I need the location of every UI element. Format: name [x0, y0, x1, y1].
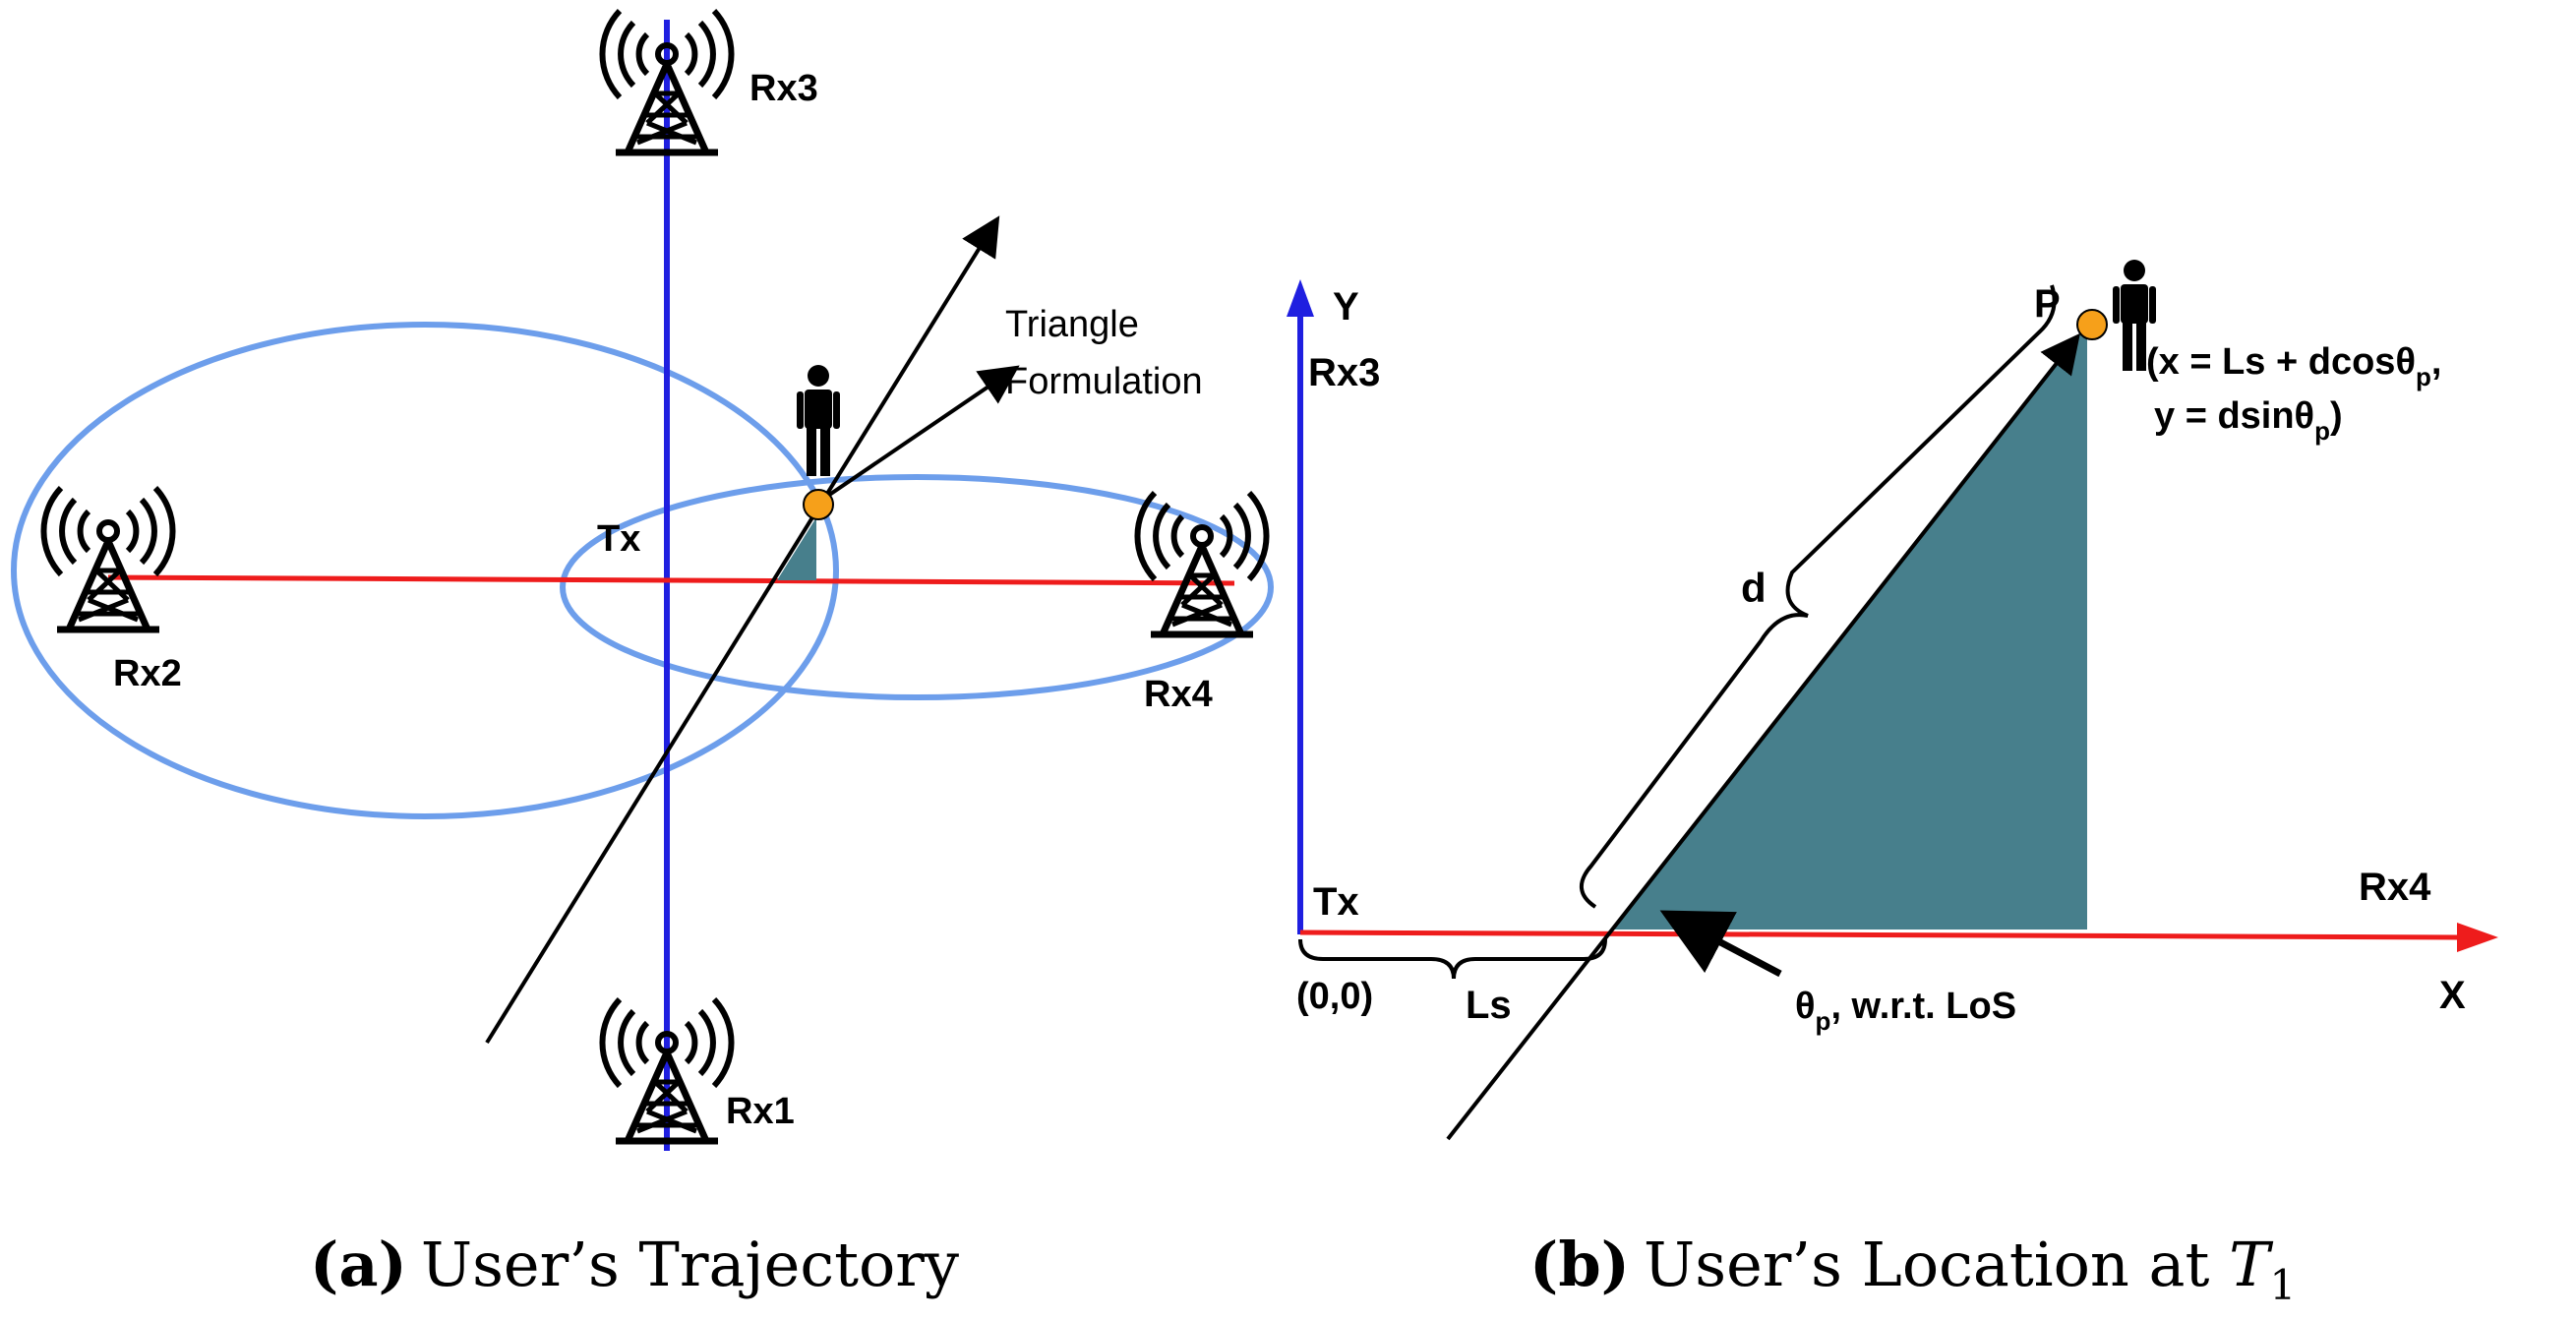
large-ellipse	[11, 322, 839, 819]
triangle-label-line2: Formulation	[1005, 361, 1203, 402]
person-icon	[797, 365, 840, 476]
rx1-label: Rx1	[726, 1091, 795, 1132]
panel-b: Y Rx3 Tx (0,0) Ls Rx4 X d P (x = Ls + dc…	[1287, 260, 2498, 1141]
x-axis-arrowhead	[2457, 923, 2498, 952]
triangle-shape	[777, 517, 816, 580]
user-dot	[803, 489, 834, 520]
tx-label: Tx	[1313, 880, 1359, 924]
x-axis-label: X	[2439, 974, 2466, 1017]
caption-a: (a)User’s Trajectory	[310, 1229, 959, 1300]
panel-a: Rx3 Rx2 Rx4 Rx1 Tx Triangle Formulation	[11, 11, 1274, 1151]
d-label: d	[1741, 565, 1767, 611]
tx-label: Tx	[597, 518, 640, 560]
y-axis-arrowhead	[1287, 279, 1314, 317]
rx2-label: Rx2	[113, 653, 182, 694]
x-axis	[1299, 930, 2460, 940]
user-dot	[2076, 309, 2108, 340]
origin-label: (0,0)	[1296, 976, 1373, 1017]
ls-brace	[1298, 938, 1607, 980]
captions: (a)User’s Trajectory (b)User’s Location …	[310, 1229, 2296, 1309]
triangle-formulation-arrow	[814, 365, 1020, 506]
ls-label: Ls	[1466, 984, 1512, 1027]
red-horizontal-line	[107, 574, 1235, 586]
trajectory-arrow	[485, 215, 1000, 1045]
coordinate-line1: (x = Ls + dcosθp,	[2146, 341, 2441, 391]
y-axis-label: Y	[1333, 285, 1359, 329]
d-brace	[1580, 284, 2057, 909]
rx4-label: Rx4	[1144, 674, 1213, 715]
rx3-label: Rx3	[1308, 351, 1380, 394]
trajectory-line	[1446, 332, 2080, 1141]
small-ellipse	[560, 474, 1274, 700]
coordinate-line2: y = dsinθp)	[2154, 395, 2343, 446]
rx4-label: Rx4	[2359, 866, 2431, 909]
angle-label: θp, w.r.t. LoS	[1795, 986, 2016, 1036]
p-label: P	[2034, 282, 2061, 326]
angle-pointer-arrow	[1659, 910, 1782, 978]
radio-tower-icon	[43, 488, 172, 630]
radio-tower-icon	[1137, 493, 1266, 634]
triangle-label-line1: Triangle	[1005, 304, 1139, 345]
rx3-label: Rx3	[749, 68, 818, 109]
caption-b: (b)User’s Location at T1	[1529, 1229, 2296, 1309]
